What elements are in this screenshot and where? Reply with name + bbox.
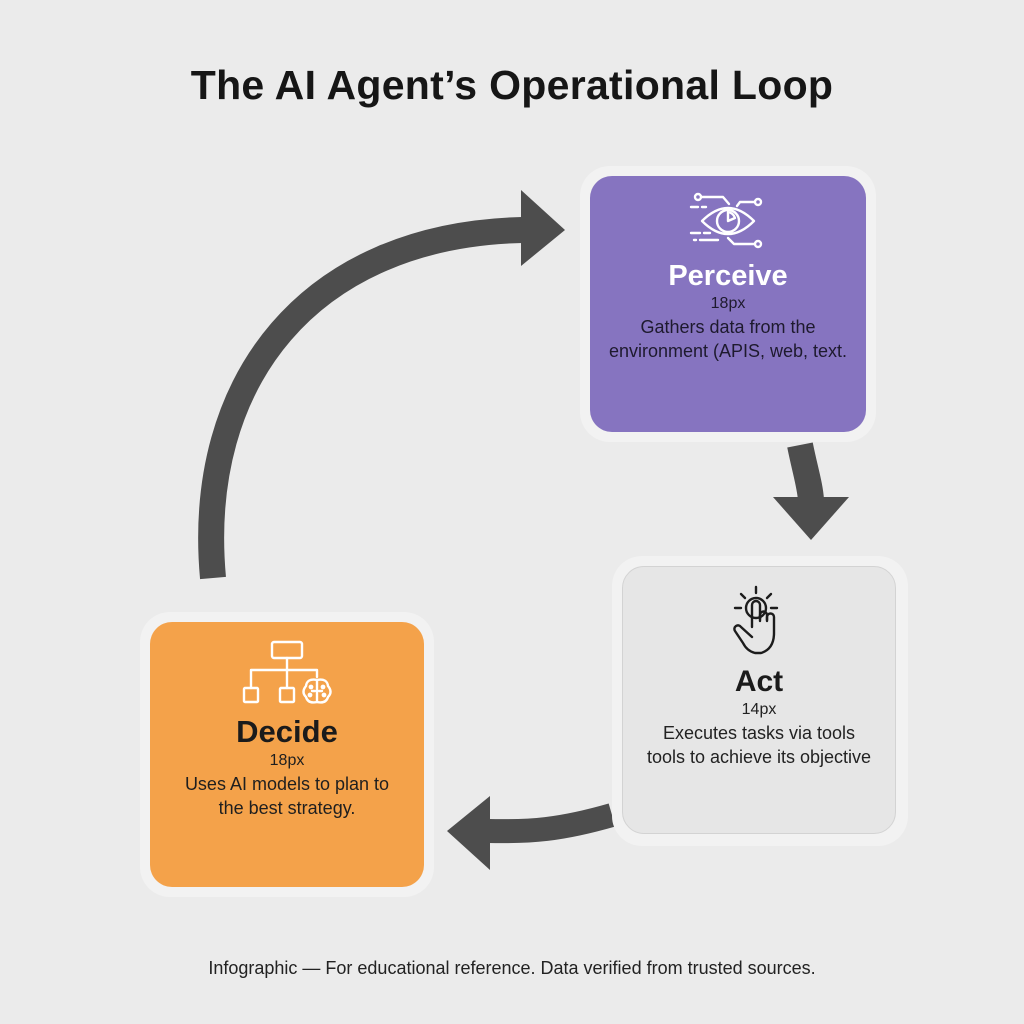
eye-circuit-icon <box>689 192 763 249</box>
arrow-decide-to-perceive <box>198 217 523 580</box>
decide-card: Decide 18px Uses AI models to plan to th… <box>150 622 424 887</box>
arrowhead-to-decide <box>447 796 490 870</box>
decide-description: Uses AI models to plan to the best strat… <box>184 774 390 818</box>
arrowhead-to-perceive <box>521 190 565 266</box>
decide-title: Decide <box>236 714 338 749</box>
perceive-title: Perceive <box>668 260 788 292</box>
act-size-label: 14px <box>741 701 777 718</box>
perceive-size-label: 18px <box>710 295 746 312</box>
act-description: Executes tasks via tools tools to achiev… <box>646 723 872 767</box>
page-title: The AI Agent’s Operational Loop <box>190 62 834 108</box>
footer-note: Infographic — For educational reference.… <box>208 958 816 978</box>
pointing-hand-tap-icon <box>733 585 779 655</box>
perceive-card: Perceive 18px Gathers data from the envi… <box>590 176 866 432</box>
arrowhead-to-act <box>773 497 849 540</box>
act-title: Act <box>734 665 784 698</box>
flowchart-brain-icon <box>242 640 332 704</box>
arrow-act-to-decide <box>487 803 616 844</box>
perceive-description: Gathers data from the environment (APIS,… <box>608 317 848 361</box>
decide-size-label: 18px <box>269 752 305 769</box>
arrow-perceive-to-act <box>787 442 824 502</box>
act-card: Act 14px Executes tasks via tools tools … <box>622 566 896 834</box>
